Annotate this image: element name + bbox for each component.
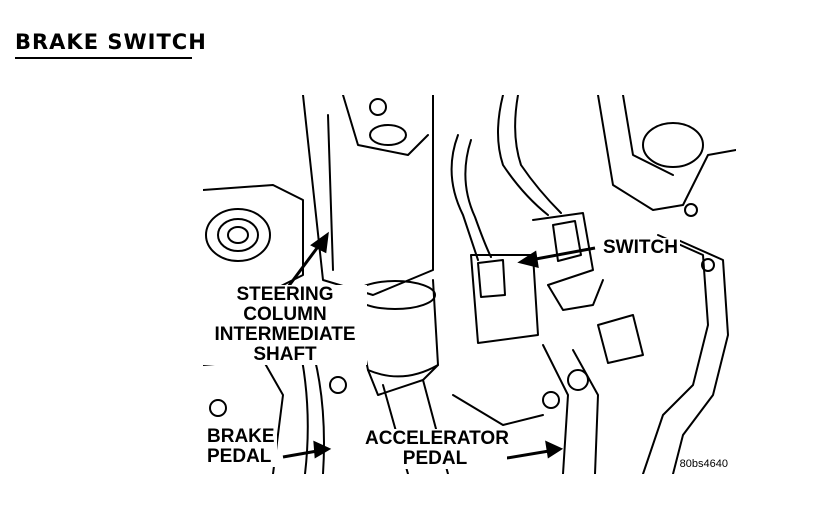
callout-steering-column-intermediate-shaft: STEERING COLUMN INTERMEDIATE SHAFT: [203, 285, 367, 365]
callout-accelerator-line1: ACCELERATOR: [365, 428, 509, 449]
callout-brake-pedal: BRAKE PEDAL: [205, 427, 277, 467]
title-underline: [15, 57, 192, 59]
callout-steering-line2: COLUMN: [243, 304, 327, 325]
callout-brake-line1: BRAKE: [207, 426, 275, 447]
page-title: BRAKE SWITCH: [15, 30, 207, 54]
brake-switch-illustration: SWITCH STEERING COLUMN INTERMEDIATE SHAF…: [203, 95, 736, 474]
callout-accelerator-line2: PEDAL: [402, 448, 468, 469]
callout-switch: SWITCH: [601, 237, 680, 258]
callout-steering-line3: INTERMEDIATE: [214, 324, 356, 345]
figure-id: 80bs4640: [677, 458, 730, 470]
callout-steering-line4: SHAFT: [253, 344, 317, 365]
callout-accelerator-pedal: ACCELERATOR PEDAL: [363, 428, 509, 469]
line-drawing: [203, 95, 736, 474]
callout-brake-line2: PEDAL: [207, 446, 272, 467]
callout-steering-line1: STEERING: [236, 284, 334, 305]
